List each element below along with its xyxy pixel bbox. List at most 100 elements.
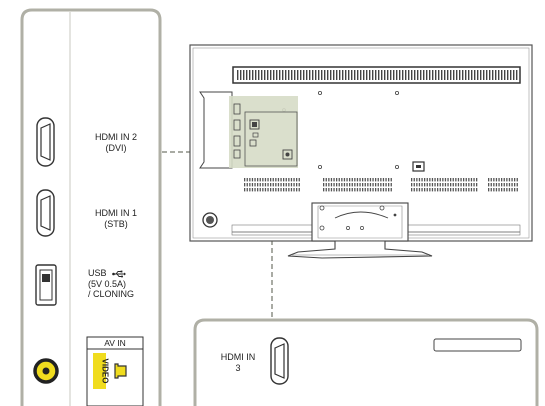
vent-slot xyxy=(244,178,246,182)
vent-slot xyxy=(330,188,333,192)
vent-slot xyxy=(362,188,364,192)
vent-slot xyxy=(498,70,500,80)
vent-slot xyxy=(501,188,503,192)
vent-slot xyxy=(237,70,239,80)
vent-slot xyxy=(267,178,269,182)
vent-slot xyxy=(450,183,452,187)
vent-slot xyxy=(283,188,285,192)
vent-slot xyxy=(380,183,382,187)
vent-slot xyxy=(516,188,518,192)
vent-slot xyxy=(338,183,340,187)
vent-slot xyxy=(272,178,274,182)
vent-slot xyxy=(421,178,423,182)
vent-slot xyxy=(336,183,338,187)
vent-slot xyxy=(341,178,343,182)
vent-slot xyxy=(429,178,431,182)
vent-slot xyxy=(345,70,347,80)
vent-slot xyxy=(306,70,308,80)
vent-slot xyxy=(264,188,267,192)
vent-slot xyxy=(465,178,467,182)
vent-slot xyxy=(254,188,256,192)
hdmi-in-2-label-line2: (DVI) xyxy=(105,142,127,153)
vent-slot xyxy=(426,70,428,80)
vent-slot xyxy=(439,183,441,187)
vent-slot xyxy=(385,188,387,192)
bottom-vents xyxy=(244,178,518,192)
vent-slot xyxy=(470,183,473,187)
vent-slot xyxy=(354,178,356,182)
vent-slot xyxy=(498,178,500,182)
hdmi-in-2-label: HDMI IN 2 (DVI) xyxy=(84,132,148,153)
av-in-jack xyxy=(33,358,59,384)
vent-slot xyxy=(468,70,470,80)
vent-slot xyxy=(321,70,323,80)
vent-slot xyxy=(390,70,392,80)
vent-slot xyxy=(285,183,287,187)
vent-slot xyxy=(303,70,305,80)
vent-slot xyxy=(382,178,385,182)
vent-slot xyxy=(382,188,385,192)
vent-slot xyxy=(246,188,248,192)
vent-slot xyxy=(495,183,498,187)
vent-slot xyxy=(411,178,413,182)
vent-slot xyxy=(273,70,275,80)
vent-slot xyxy=(447,188,449,192)
vent-slot xyxy=(382,183,385,187)
vent-slot xyxy=(246,178,248,182)
vent-slot xyxy=(455,178,457,182)
vent-slot xyxy=(514,188,516,192)
vent-slot xyxy=(290,178,293,182)
vent-slot xyxy=(465,70,467,80)
vent-slot xyxy=(413,188,415,192)
vent-slot xyxy=(262,178,264,182)
vent-slot xyxy=(480,70,482,80)
vent-slot xyxy=(447,183,449,187)
vent-slot xyxy=(262,188,264,192)
vent-slot xyxy=(516,183,518,187)
vent-slot xyxy=(362,178,364,182)
vent-slot xyxy=(338,188,340,192)
vent-slot xyxy=(246,183,248,187)
vent-slot xyxy=(492,70,494,80)
vent-slot xyxy=(375,183,377,187)
vent-slot xyxy=(244,183,246,187)
vent-slot xyxy=(493,188,495,192)
vent-slot xyxy=(498,183,500,187)
vent-slot xyxy=(328,183,330,187)
vent-slot xyxy=(495,178,498,182)
vent-slot xyxy=(431,188,434,192)
vent-slot xyxy=(442,188,444,192)
vent-slot xyxy=(328,188,330,192)
vent-slot xyxy=(267,188,269,192)
vent-slot xyxy=(416,183,418,187)
vent-slot xyxy=(279,70,281,80)
vent-slot xyxy=(343,188,346,192)
vent-slot xyxy=(259,183,261,187)
vent-slot xyxy=(354,188,356,192)
vent-slot xyxy=(360,70,362,80)
vent-slot xyxy=(457,178,460,182)
vent-slot xyxy=(367,178,369,182)
vent-slot xyxy=(291,70,293,80)
vent-slot xyxy=(354,70,356,80)
vent-slot xyxy=(411,183,413,187)
vent-slot xyxy=(444,183,447,187)
vent-slot xyxy=(444,70,446,80)
vent-slot xyxy=(476,178,478,182)
vent-slot xyxy=(488,178,490,182)
vent-slot xyxy=(424,178,426,182)
side-connector-bracket xyxy=(199,91,233,169)
hdmi-in-3-label: HDMI IN 3 xyxy=(216,352,260,373)
vent-slot xyxy=(508,178,511,182)
vent-slot xyxy=(426,183,428,187)
usb-icon xyxy=(112,270,127,278)
vent-slot xyxy=(328,178,330,182)
vent-slot xyxy=(488,183,490,187)
video-label: VIDEO xyxy=(101,359,110,384)
vent-slot xyxy=(367,188,369,192)
vent-slot xyxy=(470,188,473,192)
vent-slot xyxy=(490,178,492,182)
usb-label: USB (5V 0.5A) / CLONING xyxy=(88,268,158,300)
connector-highlight xyxy=(229,96,298,168)
hdmi-in-1-label: HDMI IN 1 (STB) xyxy=(84,208,148,229)
